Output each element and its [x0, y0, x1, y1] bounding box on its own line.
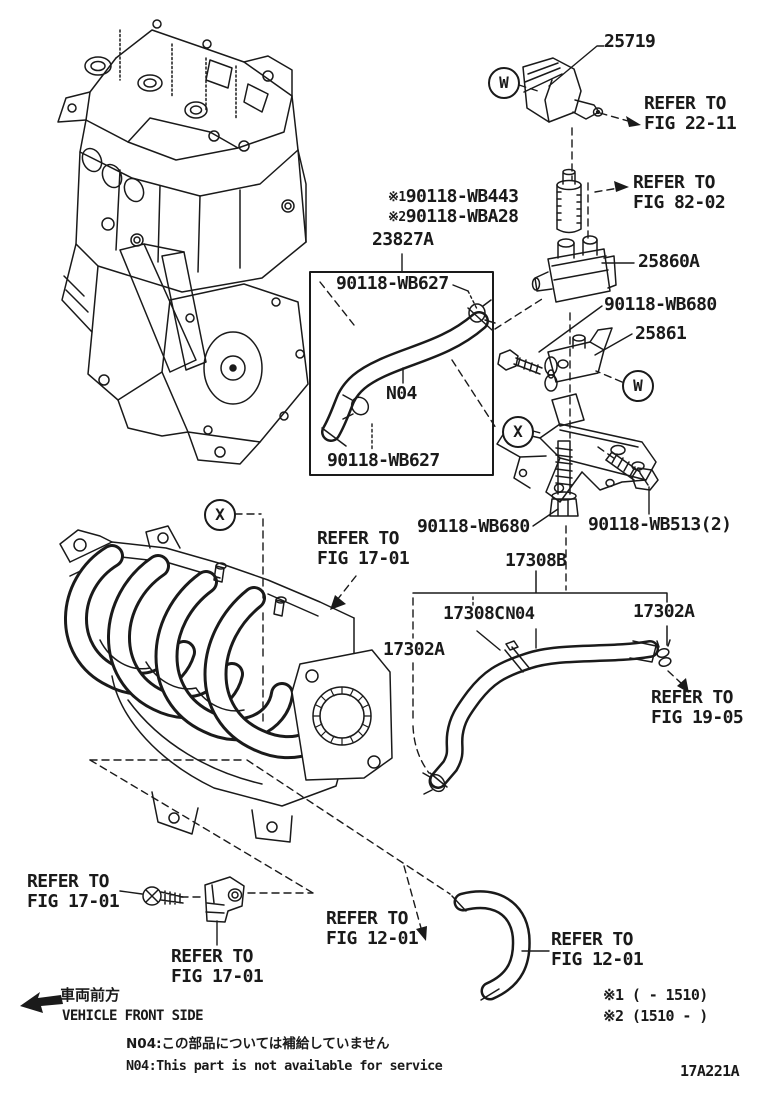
- n04-footnote-jp: N04:この部品については補給していません: [126, 1036, 390, 1052]
- part-label-wb513: 90118-WB513(2): [588, 514, 732, 535]
- part-label-17302a-right: 17302A: [633, 601, 695, 622]
- callout-x-left: X: [204, 499, 236, 531]
- mounting-bracket-drawing: [496, 393, 657, 503]
- ref-fig-17-01-mid: REFER TO FIG 17-01: [317, 528, 410, 569]
- hose-17308b-drawing: [422, 639, 672, 795]
- hose-23827a-drawing: [321, 299, 496, 447]
- vsv-25860a-drawing: [531, 235, 617, 303]
- part-label-wb443: ※190118-WB443: [388, 186, 519, 207]
- part-label-wb627-top: 90118-WB627: [336, 273, 449, 294]
- applicability-mark-2: ※2: [388, 210, 406, 225]
- vehicle-front-label-jp: 車両前方: [60, 986, 121, 1004]
- callout-w-mid: W: [622, 370, 654, 402]
- engine-block-drawing: [57, 19, 309, 465]
- part-label-25719: 25719: [604, 31, 656, 52]
- vehicle-front-arrow: [20, 992, 63, 1013]
- bracket-25861-drawing: [547, 327, 613, 383]
- part-label-wb627-bottom: 90118-WB627: [327, 450, 440, 471]
- part-label-wb680-upper: 90118-WB680: [604, 294, 717, 315]
- hose-bracket-17308b: [412, 570, 668, 646]
- part-label-wb680-lower: 90118-WB680: [417, 516, 530, 537]
- part-label-25861: 25861: [635, 323, 687, 344]
- ref-fig-17-01-bottom2: REFER TO FIG 17-01: [171, 946, 264, 987]
- figure-code: 17A221A: [680, 1062, 740, 1080]
- bolt-wb513-drawing: [605, 451, 659, 491]
- ref-fig-82-02: REFER TO FIG 82-02: [633, 172, 726, 213]
- reference-arrowheads: [330, 116, 689, 941]
- applicability-note-1: ※1 ( - 1510): [603, 986, 708, 1004]
- callout-x-mid: X: [502, 416, 534, 448]
- screw-drawing: [142, 886, 184, 906]
- part-label-17308c-group: 17308CN04: [443, 603, 535, 625]
- u-hose-drawing: [451, 890, 531, 1001]
- applicability-note-2: ※2 (1510 - ): [603, 1007, 708, 1025]
- n04-footnote-en: N04:This part is not available for servi…: [126, 1058, 443, 1074]
- bolt-wb680-upper-drawing: [497, 349, 558, 392]
- stud-bolt-wb680-drawing: [549, 440, 579, 517]
- check-valve-drawing: [556, 168, 582, 234]
- dashed-leader-lines: [89, 84, 683, 929]
- part-label-n04-hose: N04: [505, 604, 535, 624]
- dotted-leader-lines: [371, 290, 478, 606]
- ref-fig-17-01-bottom1: REFER TO FIG 17-01: [27, 871, 120, 912]
- part-label-17308b: 17308B: [505, 550, 567, 571]
- vehicle-front-label-en: VEHICLE FRONT SIDE: [62, 1008, 204, 1024]
- part-label-n04-box: N04: [386, 383, 417, 404]
- camshaft-sensor-drawing: [204, 876, 245, 923]
- applicability-mark-1: ※1: [388, 190, 406, 205]
- part-label-17302a-left: 17302A: [383, 639, 445, 660]
- leader-lines: [119, 45, 650, 952]
- part-label-25860a: 25860A: [638, 251, 700, 272]
- ref-fig-12-01-right: REFER TO FIG 12-01: [551, 929, 644, 970]
- callout-w-top: W: [488, 67, 520, 99]
- ref-fig-19-05: REFER TO FIG 19-05: [651, 687, 744, 728]
- part-box-23827a: [309, 271, 494, 476]
- part-label-17308c: 17308C: [443, 603, 505, 624]
- part-label-wba28: ※290118-WBA28: [388, 206, 519, 227]
- part-label-23827a: 23827A: [372, 229, 434, 250]
- ref-fig-12-01-left: REFER TO FIG 12-01: [326, 908, 419, 949]
- ref-fig-22-11: REFER TO FIG 22-11: [644, 93, 737, 134]
- intake-manifold-drawing: [59, 525, 393, 843]
